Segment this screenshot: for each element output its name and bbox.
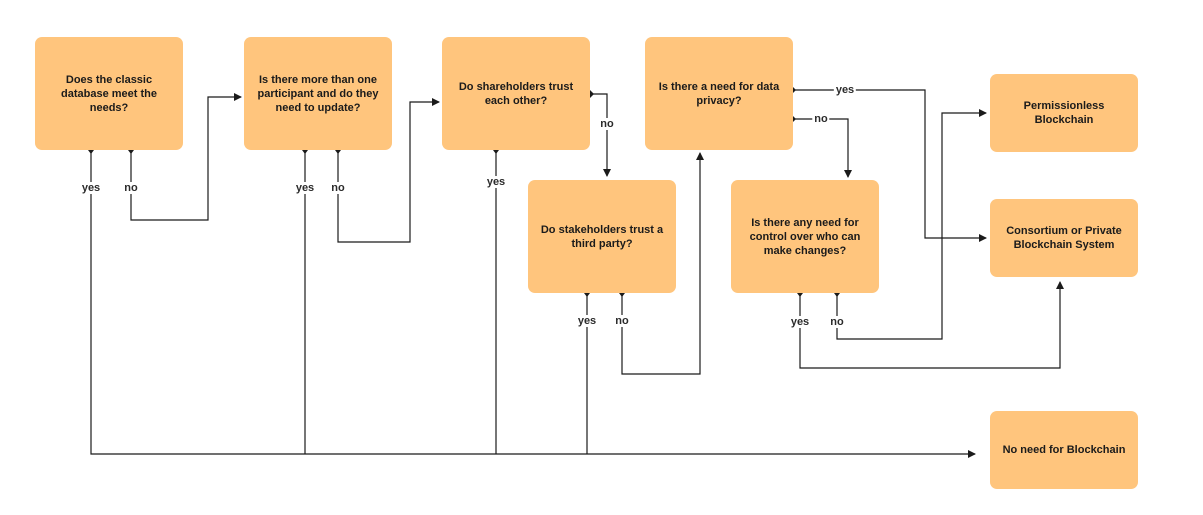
node-classic-database: Does the classic database meet the needs…	[35, 37, 183, 150]
node-data-privacy: Is there a need for data privacy?	[645, 37, 793, 150]
edge-control-yes	[799, 281, 1064, 369]
edge-classic-db-no	[130, 93, 242, 221]
node-consortium-blockchain: Consortium or Private Blockchain System	[990, 199, 1138, 277]
label-data-privacy-no: no	[812, 113, 830, 125]
label-control-no: no	[828, 316, 846, 328]
edge-shareholders-no	[590, 93, 611, 177]
label-shareholders-yes: yes	[484, 176, 508, 188]
label-third-party-no: no	[613, 315, 631, 327]
label-multi-participant-no: no	[329, 182, 347, 194]
edge-data-privacy-no	[792, 118, 852, 178]
edge-third-party-no	[621, 152, 704, 375]
label-classic-db-yes: yes	[79, 182, 103, 194]
node-no-need-blockchain: No need for Blockchain	[990, 411, 1138, 489]
label-third-party-yes: yes	[575, 315, 599, 327]
edge-yes-no-need	[90, 150, 976, 458]
label-control-yes: yes	[788, 316, 812, 328]
label-shareholders-no: no	[598, 118, 616, 130]
label-classic-db-no: no	[122, 182, 140, 194]
node-multiple-participants: Is there more than one participant and d…	[244, 37, 392, 150]
node-control-changes: Is there any need for control over who c…	[731, 180, 879, 293]
node-permissionless-blockchain: Permissionless Blockchain	[990, 74, 1138, 152]
edge-multi-participant-no	[337, 98, 440, 243]
node-shareholders-trust: Do shareholders trust each other?	[442, 37, 590, 150]
edge-data-privacy-yes	[792, 89, 987, 242]
node-third-party-trust: Do stakeholders trust a third party?	[528, 180, 676, 293]
label-data-privacy-yes: yes	[833, 84, 857, 96]
label-multi-participant-yes: yes	[293, 182, 317, 194]
